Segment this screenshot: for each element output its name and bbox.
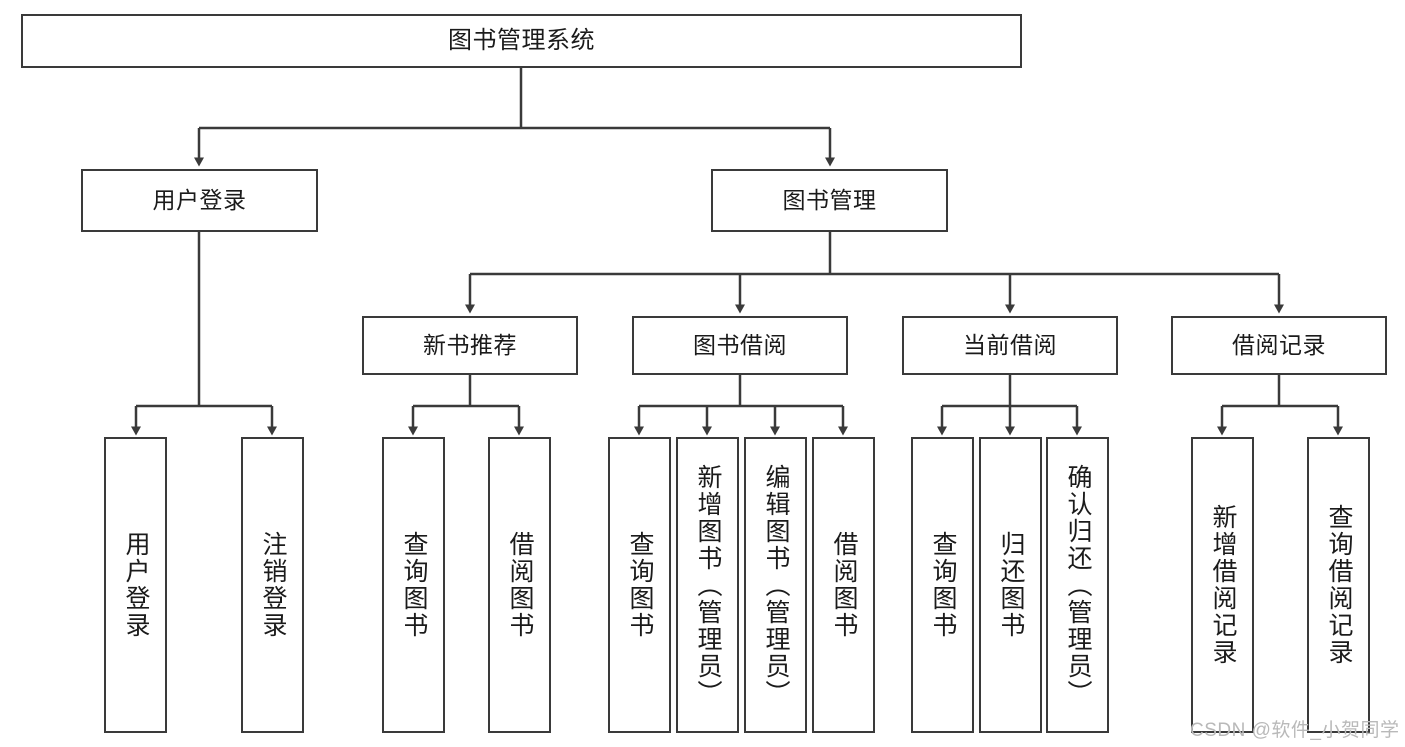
node-leaf-query-book-recommend-label: 查询图书 <box>400 531 428 639</box>
node-leaf-query-book-current[interactable]: 查询图书 <box>911 437 974 733</box>
node-leaf-borrow-book[interactable]: 借阅图书 <box>812 437 875 733</box>
node-leaf-query-book-borrow[interactable]: 查询图书 <box>608 437 671 733</box>
node-book-borrow-label: 图书借阅 <box>693 331 787 358</box>
node-current-borrow-label: 当前借阅 <box>963 331 1057 358</box>
node-leaf-query-book-current-label: 查询图书 <box>929 531 957 639</box>
node-leaf-borrow-book-label: 借阅图书 <box>830 531 858 639</box>
node-leaf-edit-book-label: 编辑图书（管理员） <box>762 463 790 707</box>
node-leaf-return-book-label: 归还图书 <box>997 531 1025 639</box>
node-leaf-user-login[interactable]: 用户登录 <box>104 437 167 733</box>
node-root-system[interactable]: 图书管理系统 <box>21 14 1022 68</box>
node-leaf-confirm-return-label: 确认归还（管理员） <box>1064 463 1092 707</box>
node-borrow-record-label: 借阅记录 <box>1232 331 1326 358</box>
node-leaf-logout[interactable]: 注销登录 <box>241 437 304 733</box>
node-leaf-add-borrow-record[interactable]: 新增借阅记录 <box>1191 437 1254 733</box>
node-leaf-query-book-borrow-label: 查询图书 <box>626 531 654 639</box>
node-leaf-borrow-book-recommend-label: 借阅图书 <box>506 531 534 639</box>
node-leaf-edit-book[interactable]: 编辑图书（管理员） <box>744 437 807 733</box>
node-leaf-logout-label: 注销登录 <box>259 531 287 639</box>
node-book-management[interactable]: 图书管理 <box>711 169 948 232</box>
node-new-book-recommend[interactable]: 新书推荐 <box>362 316 578 375</box>
node-leaf-borrow-book-recommend[interactable]: 借阅图书 <box>488 437 551 733</box>
node-leaf-return-book[interactable]: 归还图书 <box>979 437 1042 733</box>
node-leaf-query-book-recommend[interactable]: 查询图书 <box>382 437 445 733</box>
node-book-management-label: 图书管理 <box>782 186 877 213</box>
node-user-login[interactable]: 用户登录 <box>81 169 318 232</box>
node-leaf-add-book-label: 新增图书（管理员） <box>694 463 722 707</box>
node-book-borrow[interactable]: 图书借阅 <box>632 316 848 375</box>
node-leaf-add-book[interactable]: 新增图书（管理员） <box>676 437 739 733</box>
node-root-system-label: 图书管理系统 <box>448 26 595 54</box>
node-new-book-recommend-label: 新书推荐 <box>423 331 517 358</box>
node-leaf-user-login-label: 用户登录 <box>122 531 150 639</box>
node-current-borrow[interactable]: 当前借阅 <box>902 316 1118 375</box>
csdn-watermark: CSDN @软件_小贺同学 <box>1190 720 1400 741</box>
node-borrow-record[interactable]: 借阅记录 <box>1171 316 1387 375</box>
node-leaf-add-borrow-record-label: 新增借阅记录 <box>1209 504 1237 666</box>
node-leaf-confirm-return[interactable]: 确认归还（管理员） <box>1046 437 1109 733</box>
node-leaf-query-borrow-record[interactable]: 查询借阅记录 <box>1307 437 1370 733</box>
node-user-login-label: 用户登录 <box>152 186 247 213</box>
node-leaf-query-borrow-record-label: 查询借阅记录 <box>1325 504 1353 666</box>
